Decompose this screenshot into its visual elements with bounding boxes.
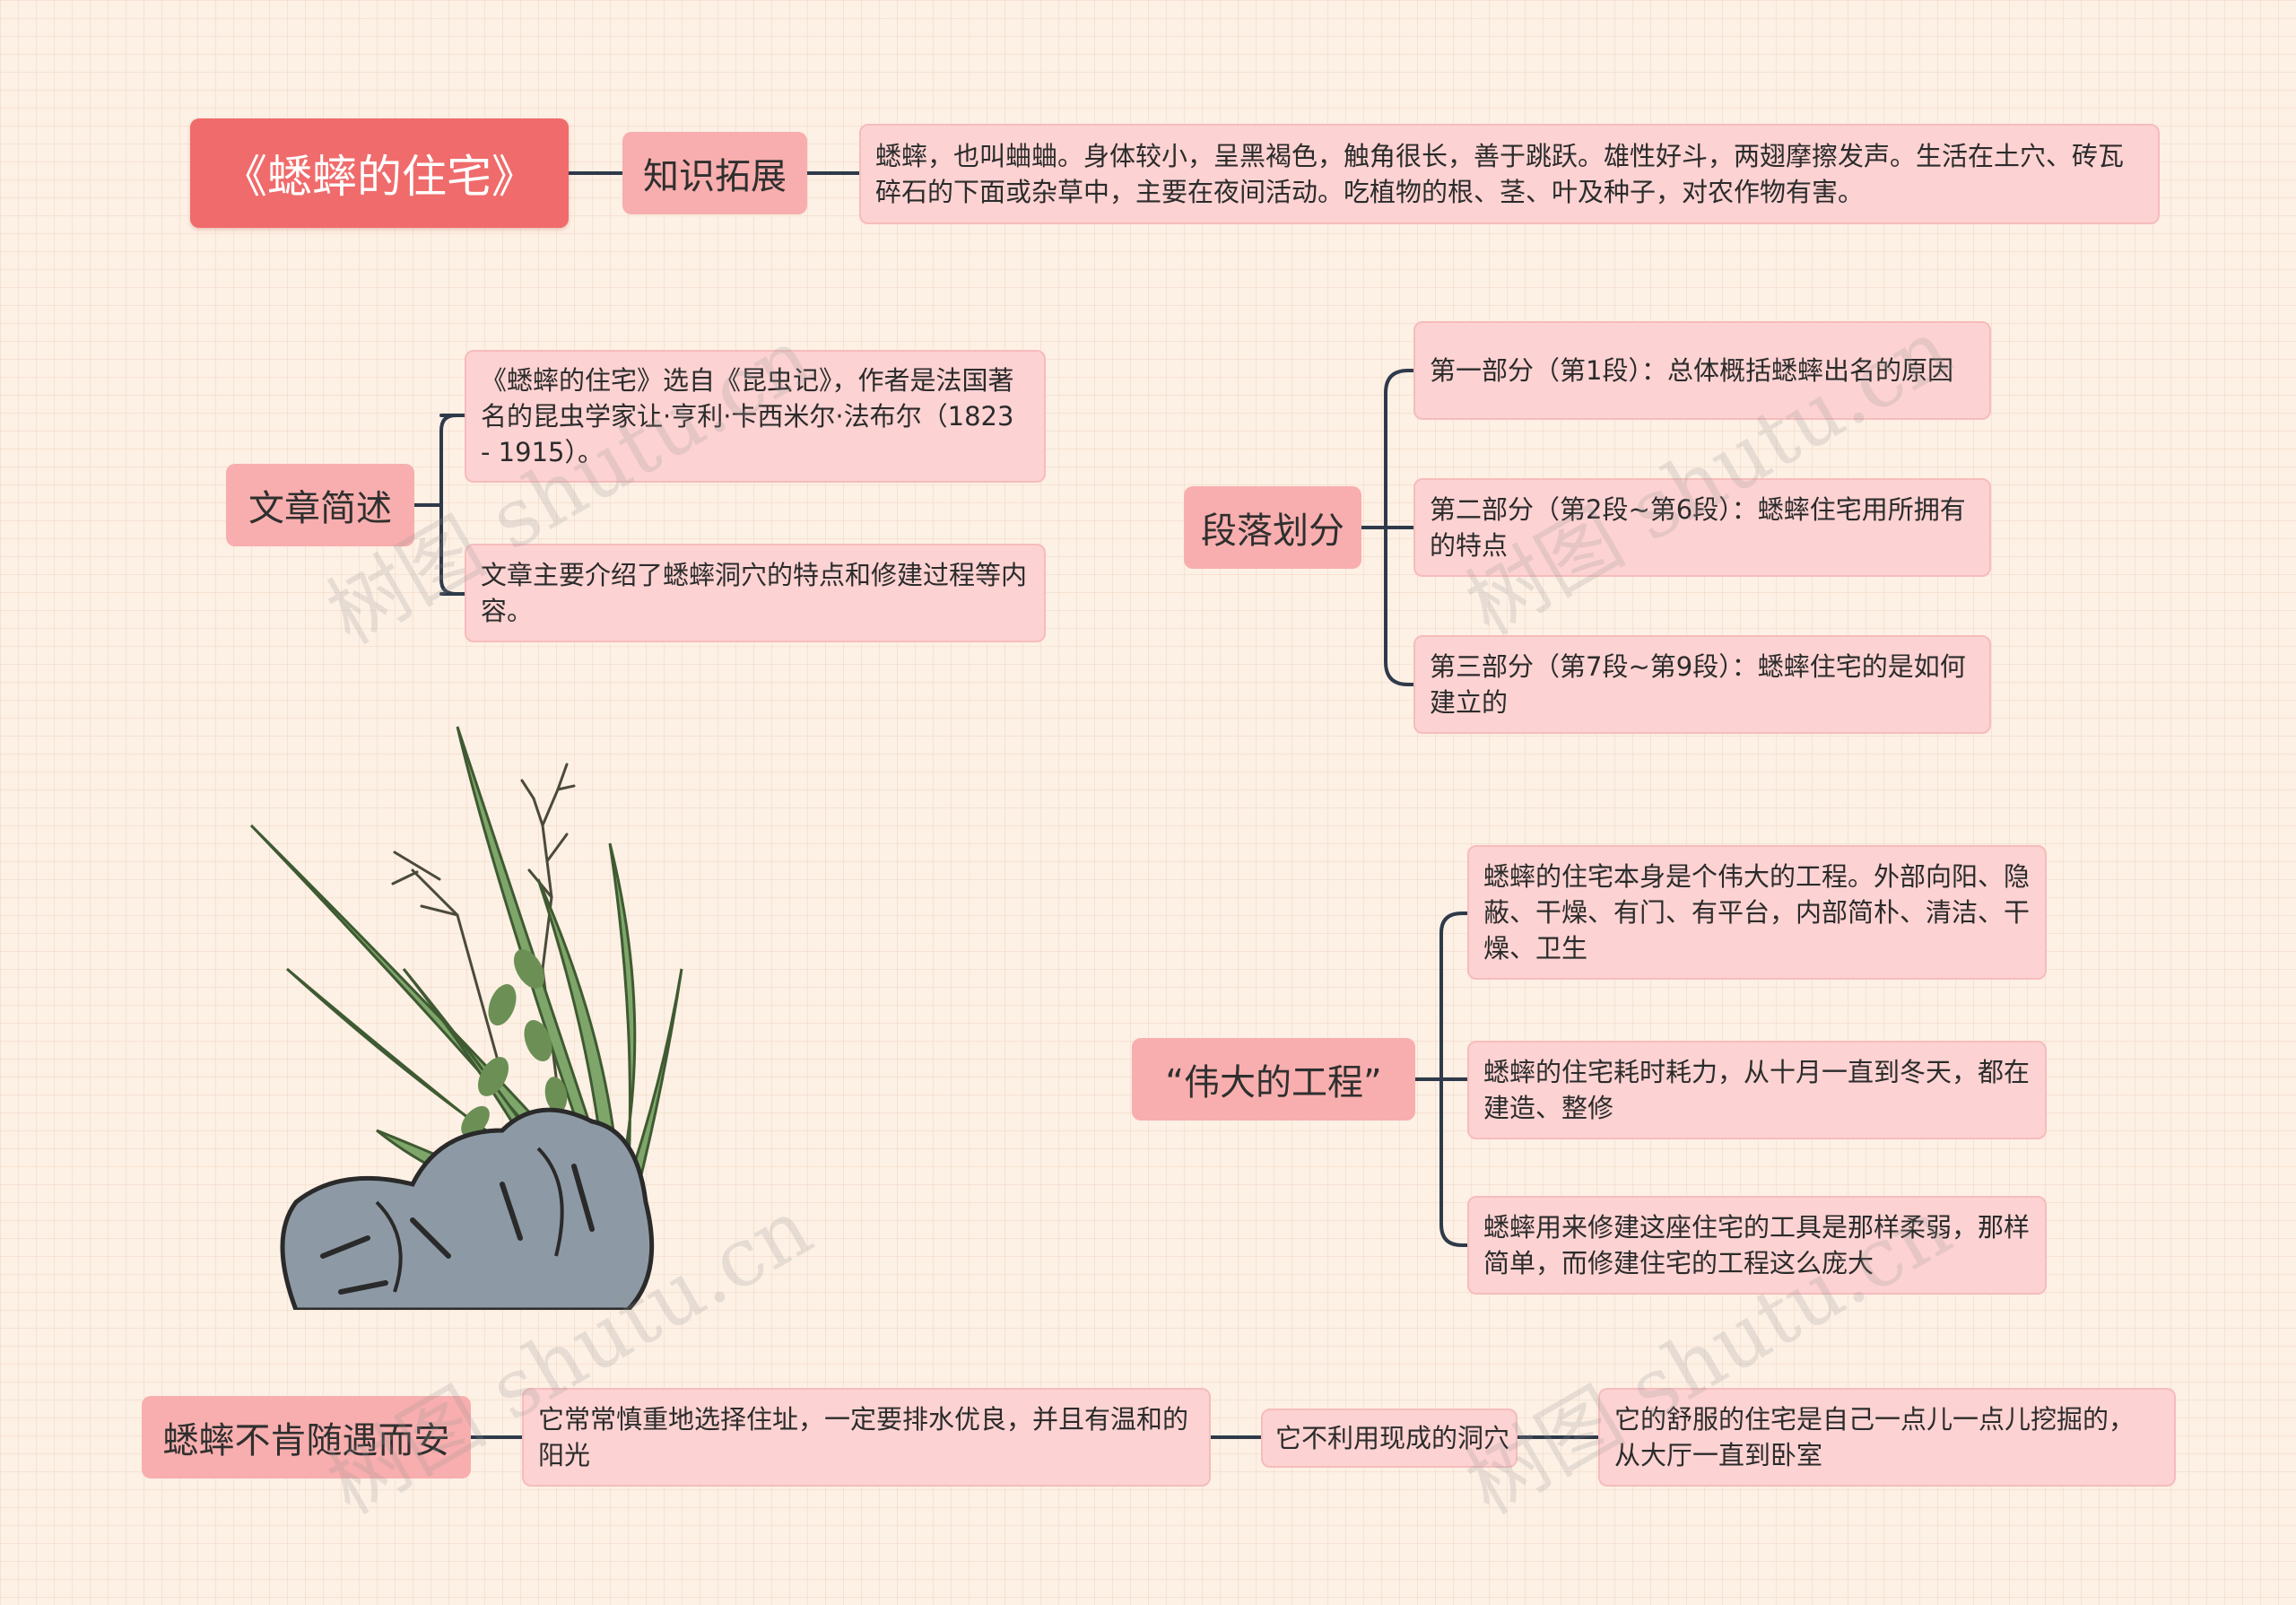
leaf-knowledge-text[interactable]: 蟋蟀，也叫蛐蛐。身体较小，呈黑褐色，触角很长，善于跳跃。雄性好斗，两翅摩擦发声。… — [859, 124, 2160, 224]
leaf-great-1[interactable]: 蟋蟀的住宅本身是个伟大的工程。外部向阳、隐蔽、干燥、有门、有平台，内部简朴、清洁… — [1467, 845, 2047, 980]
connector-great — [1413, 912, 1469, 1247]
leaf-summary-2-text: 文章主要介绍了蟋蟀洞穴的特点和修建过程等内容。 — [481, 560, 1028, 626]
grass-rock-illustration — [249, 726, 683, 1310]
leaf-paragraph-1[interactable]: 第一部分（第1段）：总体概括蟋蟀出名的原因 — [1413, 321, 1991, 420]
leaf-choosy-1[interactable]: 它常常慎重地选择住址，一定要排水优良，并且有温和的阳光 — [522, 1388, 1211, 1487]
leaf-paragraph-3[interactable]: 第三部分（第7段~第9段）：蟋蟀住宅的是如何建立的 — [1413, 635, 1991, 734]
leaf-great-1-text: 蟋蟀的住宅本身是个伟大的工程。外部向阳、隐蔽、干燥、有门、有平台，内部简朴、清洁… — [1483, 861, 2031, 964]
branch-choosy[interactable]: 蟋蟀不肯随遇而安 — [142, 1396, 471, 1479]
branch-knowledge[interactable]: 知识拓展 — [622, 132, 807, 214]
leaf-choosy-1-text: 它常常慎重地选择住址，一定要排水优良，并且有温和的阳光 — [538, 1404, 1189, 1470]
leaf-paragraph-1-text: 第一部分（第1段）：总体概括蟋蟀出名的原因 — [1430, 355, 1953, 386]
connector-paragraphs — [1360, 369, 1415, 686]
leaf-paragraph-2-text: 第二部分（第2段~第6段）：蟋蟀住宅用所拥有的特点 — [1430, 494, 1966, 561]
root-node[interactable]: 《蟋蟀的住宅》 — [190, 118, 569, 228]
leaf-summary-1-text: 《蟋蟀的住宅》选自《昆虫记》，作者是法国著名的昆虫学家让·亨利·卡西米尔·法布尔… — [481, 365, 1014, 467]
connector-summary — [413, 414, 466, 596]
leaf-paragraph-3-text: 第三部分（第7段~第9段）：蟋蟀住宅的是如何建立的 — [1430, 651, 1966, 718]
leaf-summary-2[interactable]: 文章主要介绍了蟋蟀洞穴的特点和修建过程等内容。 — [465, 544, 1046, 642]
branch-paragraphs[interactable]: 段落划分 — [1184, 486, 1361, 569]
leaf-great-3[interactable]: 蟋蟀用来修建这座住宅的工具是那样柔弱，那样简单，而修建住宅的工程这么庞大 — [1467, 1196, 2047, 1295]
leaf-great-3-text: 蟋蟀用来修建这座住宅的工具是那样柔弱，那样简单，而修建住宅的工程这么庞大 — [1483, 1212, 2031, 1278]
leaf-knowledge-text-content: 蟋蟀，也叫蛐蛐。身体较小，呈黑褐色，触角很长，善于跳跃。雄性好斗，两翅摩擦发声。… — [875, 141, 2125, 207]
branch-summary[interactable]: 文章简述 — [226, 464, 414, 546]
branch-great-project[interactable]: “伟大的工程” — [1132, 1038, 1415, 1121]
leaf-choosy-2[interactable]: 它不利用现成的洞穴 — [1261, 1409, 1518, 1468]
leaf-choosy-2-text: 它不利用现成的洞穴 — [1275, 1423, 1510, 1453]
leaf-choosy-3[interactable]: 它的舒服的住宅是自己一点儿一点儿挖掘的，从大厅一直到卧室 — [1598, 1388, 2176, 1487]
leaf-choosy-3-text: 它的舒服的住宅是自己一点儿一点儿挖掘的，从大厅一直到卧室 — [1614, 1404, 2135, 1470]
leaf-summary-1[interactable]: 《蟋蟀的住宅》选自《昆虫记》，作者是法国著名的昆虫学家让·亨利·卡西米尔·法布尔… — [465, 350, 1046, 483]
leaf-great-2[interactable]: 蟋蟀的住宅耗时耗力，从十月一直到冬天，都在建造、整修 — [1467, 1041, 2047, 1139]
leaf-great-2-text: 蟋蟀的住宅耗时耗力，从十月一直到冬天，都在建造、整修 — [1483, 1057, 2031, 1123]
leaf-paragraph-2[interactable]: 第二部分（第2段~第6段）：蟋蟀住宅用所拥有的特点 — [1413, 478, 1991, 577]
